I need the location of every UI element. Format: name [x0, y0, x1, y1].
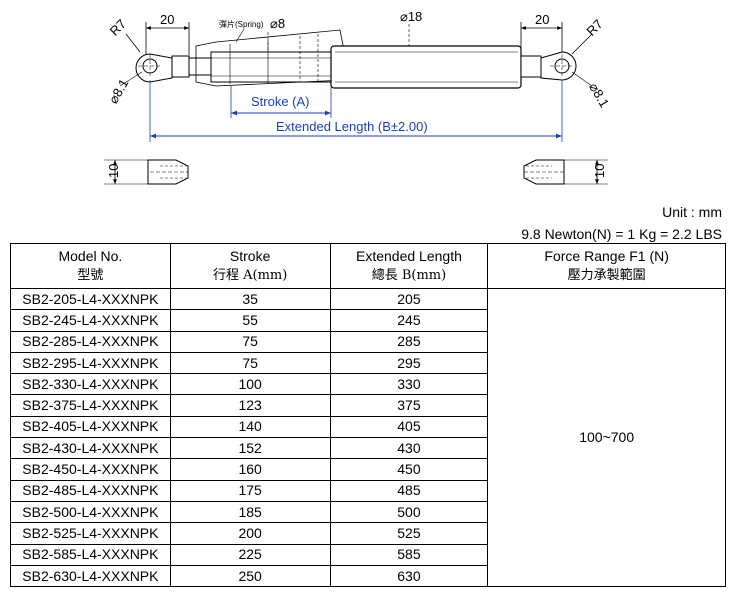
- model-cell: SB2-405-L4-XXXNPK: [10, 415, 171, 439]
- stroke-cell: 55: [169, 309, 331, 332]
- stroke-cell: 35: [169, 287, 331, 311]
- dim-10-right-label: 10: [592, 164, 607, 178]
- length-cell: 500: [329, 500, 489, 524]
- stroke-cell: 200: [169, 522, 331, 545]
- header-force: Force Range F1 (N)壓力承製範圍: [487, 243, 726, 289]
- dim-10-left-label: 10: [106, 164, 121, 178]
- spring-label: 彈片(Spring): [219, 19, 264, 29]
- length-cell: 205: [329, 287, 489, 311]
- length-cell: 330: [329, 373, 489, 396]
- piston-rod: [188, 29, 346, 87]
- model-cell: SB2-375-L4-XXXNPK: [10, 394, 171, 417]
- stroke-cell: 250: [169, 564, 331, 588]
- left-end-view: 10: [104, 159, 189, 185]
- model-cell: SB2-430-L4-XXXNPK: [10, 437, 171, 460]
- model-cell: SB2-245-L4-XXXNPK: [10, 309, 171, 332]
- left-eyelet: [135, 53, 190, 83]
- length-cell: 405: [329, 415, 489, 439]
- r7-right: R7: [571, 16, 606, 55]
- unit-note: Unit : mm: [662, 204, 722, 220]
- model-cell: SB2-585-L4-XXXNPK: [10, 543, 171, 566]
- r7-left: R7: [107, 16, 141, 53]
- header-model: Model No.型號: [10, 243, 171, 289]
- length-cell: 485: [329, 479, 489, 502]
- length-cell: 585: [329, 543, 489, 566]
- model-cell: SB2-205-L4-XXXNPK: [10, 287, 171, 311]
- length-cell: 430: [329, 437, 489, 460]
- model-cell: SB2-525-L4-XXXNPK: [10, 522, 171, 545]
- dia8-label: ⌀8: [270, 16, 285, 31]
- stroke-cell: 123: [169, 394, 331, 417]
- length-cell: 285: [329, 330, 489, 353]
- cylinder-body: [330, 45, 522, 89]
- dim-20-right-label: 20: [535, 12, 549, 27]
- model-cell: SB2-485-L4-XXXNPK: [10, 479, 171, 502]
- right-end-view: 10: [523, 159, 608, 185]
- extended-length-dimension: Extended Length (B±2.00): [149, 80, 563, 142]
- model-cell: SB2-295-L4-XXXNPK: [10, 351, 171, 375]
- model-cell: SB2-450-L4-XXXNPK: [10, 458, 171, 481]
- stroke-cell: 152: [169, 437, 331, 460]
- stroke-cell: 75: [169, 351, 331, 375]
- length-cell: 450: [329, 458, 489, 481]
- gas-spring-drawing: 20 R7 彈片(Spring) ⌀8 ⌀18 20 R7 ⌀8.1: [104, 9, 612, 185]
- length-cell: 245: [329, 309, 489, 332]
- stroke-label: Stroke (A): [251, 94, 310, 109]
- right-eyelet: [520, 51, 577, 81]
- length-cell: 630: [329, 564, 489, 588]
- stroke-cell: 225: [169, 543, 331, 566]
- dia81-left-label: ⌀8.1: [106, 76, 132, 106]
- extended-length-label: Extended Length (B±2.00): [276, 119, 428, 134]
- model-cell: SB2-500-L4-XXXNPK: [10, 500, 171, 524]
- length-cell: 295: [329, 351, 489, 375]
- stroke-cell: 160: [169, 458, 331, 481]
- model-cell: SB2-330-L4-XXXNPK: [10, 373, 171, 396]
- stroke-cell: 100: [169, 373, 331, 396]
- dim-20-left-label: 20: [160, 12, 174, 27]
- stroke-cell: 75: [169, 330, 331, 353]
- r7-left-label: R7: [107, 16, 129, 38]
- model-cell: SB2-630-L4-XXXNPK: [10, 564, 171, 588]
- stroke-cell: 175: [169, 479, 331, 502]
- stroke-dimension: Stroke (A): [230, 86, 332, 118]
- dim-20-left: 20: [145, 12, 190, 55]
- r7-right-label: R7: [583, 16, 605, 38]
- dia18-label: ⌀18: [400, 9, 422, 24]
- conversion-note: 9.8 Newton(N) = 1 Kg = 2.2 LBS: [521, 226, 722, 242]
- stroke-cell: 140: [169, 415, 331, 439]
- length-cell: 525: [329, 522, 489, 545]
- force-range-cell: 100~700: [487, 287, 726, 588]
- dim-20-right: 20: [520, 12, 563, 55]
- length-cell: 375: [329, 394, 489, 417]
- model-cell: SB2-285-L4-XXXNPK: [10, 330, 171, 353]
- stroke-cell: 185: [169, 500, 331, 524]
